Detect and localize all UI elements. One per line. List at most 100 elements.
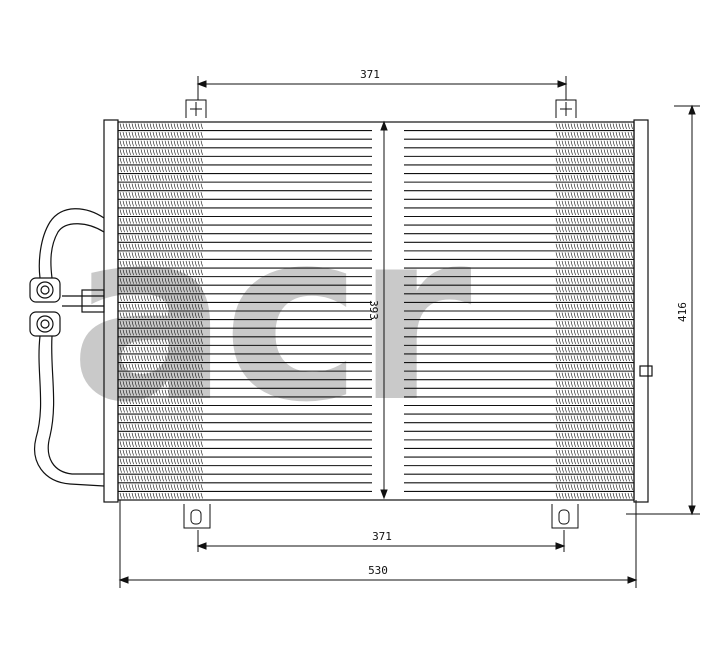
core-fins (119, 286, 203, 293)
top-right-bracket (555, 99, 577, 118)
core-fins (555, 132, 633, 138)
core-fins (119, 398, 203, 405)
core-fins (555, 269, 633, 276)
core-fins (555, 278, 633, 284)
core-fins (555, 312, 633, 319)
core-fins (555, 406, 633, 413)
core-fins (119, 226, 203, 233)
core-fins (555, 484, 633, 490)
core-fins (555, 432, 633, 439)
core-fins (555, 355, 633, 362)
core-fins (119, 174, 203, 181)
core-fins (119, 372, 203, 379)
core-fins (555, 467, 633, 473)
core-fins (119, 303, 203, 310)
core-fins (555, 449, 633, 456)
core-fins (119, 432, 203, 439)
core-fins (119, 132, 203, 138)
dimension-overall-width (118, 500, 638, 588)
core-fins (119, 123, 203, 130)
core-fins (555, 286, 633, 293)
core-fins (555, 329, 633, 336)
condenser-core (117, 121, 635, 501)
core-fins (119, 140, 203, 147)
core-fins (119, 149, 203, 155)
core-fins (119, 243, 203, 250)
core-fins (119, 363, 203, 370)
dimension-core-height (380, 120, 388, 500)
core-fins (555, 123, 633, 130)
dimension-bottom-width-label: 371 (372, 530, 392, 543)
top-left-bracket (185, 99, 207, 118)
core-fins (119, 424, 203, 430)
core-fins (119, 449, 203, 456)
core-fins (555, 492, 633, 499)
core-fins (555, 346, 633, 353)
core-fins (555, 415, 633, 422)
core-fins (555, 321, 633, 327)
core-fins (555, 441, 633, 448)
core-fins (119, 381, 203, 387)
core-fins (119, 355, 203, 362)
refrigerant-pipe (34, 208, 105, 487)
core-fins (119, 295, 203, 301)
bottom-left-bracket (183, 504, 211, 529)
core-fins (119, 467, 203, 473)
core-fins (119, 312, 203, 319)
core-fins (555, 303, 633, 310)
dimension-overall-height-label: 416 (676, 302, 689, 322)
dimension-bottom-width (196, 530, 566, 552)
core-fins (555, 149, 633, 155)
core-fins (119, 260, 203, 267)
pipe-fitting-upper (29, 277, 61, 303)
core-fins (555, 243, 633, 250)
core-fins (119, 269, 203, 276)
core-fins (555, 398, 633, 405)
core-fins (119, 200, 203, 207)
core-fins (555, 209, 633, 216)
core-fins (555, 166, 633, 173)
core-fins (555, 338, 633, 344)
core-fins (555, 140, 633, 147)
core-fins (119, 484, 203, 490)
core-fins (119, 389, 203, 396)
core-fins (119, 183, 203, 190)
core-fins (555, 389, 633, 396)
core-fins (119, 192, 203, 198)
core-fins (119, 235, 203, 241)
core-fins (555, 424, 633, 430)
core-fins (555, 363, 633, 370)
core-fins (555, 200, 633, 207)
core-fins (555, 295, 633, 301)
core-fins (119, 329, 203, 336)
core-fins (119, 406, 203, 413)
dimension-top-width-label: 371 (360, 68, 380, 81)
core-fins (119, 492, 203, 499)
core-fins (119, 321, 203, 327)
core-fins (119, 458, 203, 465)
core-fins (119, 217, 203, 224)
dimension-core-height-label: 393 (367, 300, 380, 320)
core-fins (555, 226, 633, 233)
core-fins (555, 260, 633, 267)
core-fins (555, 183, 633, 190)
core-fins (555, 475, 633, 482)
core-fins (555, 458, 633, 465)
core-fins (119, 252, 203, 259)
core-fins (555, 174, 633, 181)
core-fins (119, 338, 203, 344)
core-fins (555, 381, 633, 387)
core-fins (555, 235, 633, 241)
core-fins (555, 372, 633, 379)
core-fins (119, 415, 203, 422)
right-header-tank (633, 119, 653, 503)
dimension-overall-height (626, 104, 700, 516)
core-fins (119, 157, 203, 164)
core-fins (119, 346, 203, 353)
core-fins (119, 441, 203, 448)
core-fins (555, 157, 633, 164)
core-fins (555, 217, 633, 224)
dimension-top-width (196, 76, 568, 100)
core-fins (555, 252, 633, 259)
